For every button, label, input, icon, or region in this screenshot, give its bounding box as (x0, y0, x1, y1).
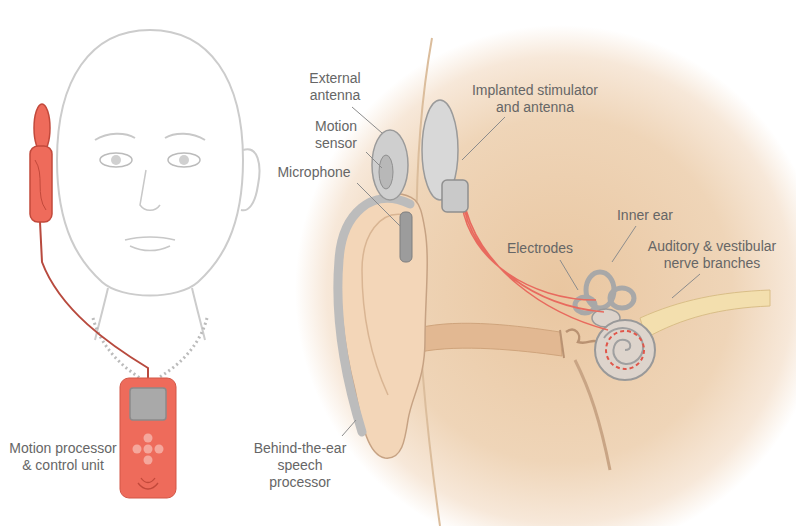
right-eye (168, 153, 200, 167)
eardrum (560, 330, 564, 358)
ear-section (295, 25, 796, 526)
right-brow (165, 134, 205, 140)
part-label: External antenna (298, 70, 372, 104)
skin-background (295, 25, 796, 526)
part-label: Auditory & vestibular nerve branches (636, 238, 788, 272)
canal-loop (610, 288, 634, 308)
leader-line (462, 117, 505, 160)
speaker-arcs (138, 478, 158, 489)
button (144, 445, 153, 454)
part-label: Motion sensor (304, 118, 368, 152)
electrode-array (606, 331, 644, 369)
head-outline (57, 30, 243, 296)
leader-line (357, 183, 400, 226)
external-antenna (372, 130, 408, 200)
front-head (30, 30, 259, 378)
button (155, 445, 164, 454)
control-body (120, 378, 176, 498)
left-iris (111, 155, 121, 165)
electrode-wires (462, 205, 608, 330)
part-label: Electrodes (500, 240, 580, 257)
right-iris (179, 155, 189, 165)
right-ear (241, 149, 259, 210)
mouth (125, 237, 175, 251)
part-label: Implanted stimulator and antenna (460, 82, 610, 116)
leader-line (612, 226, 636, 262)
leader-lines (342, 107, 700, 436)
cochlea-spiral (604, 328, 643, 364)
ear-canal (418, 323, 562, 356)
nose (140, 170, 160, 210)
leader-line (560, 260, 578, 290)
left-eye (100, 153, 132, 167)
speech-processor (338, 198, 410, 432)
necklace (93, 318, 207, 378)
ossicles (566, 330, 598, 343)
button (144, 434, 153, 443)
neck (95, 288, 205, 340)
control-screen (130, 388, 166, 420)
ear-unit-detail (35, 160, 46, 210)
ear-unit (30, 146, 52, 222)
part-label: Behind-the-ear speech processor (250, 440, 350, 491)
stimulator-housing (442, 180, 468, 212)
leader-line (366, 152, 382, 168)
part-label: Inner ear (610, 207, 680, 224)
leader-line (672, 274, 700, 298)
left-brow (95, 134, 135, 140)
control-unit (120, 378, 176, 498)
cable (40, 222, 148, 378)
part-label: Motion processor & control unit (4, 440, 122, 474)
tube (575, 360, 610, 470)
button (133, 445, 142, 454)
microphone (400, 212, 412, 262)
ear-hook (34, 104, 50, 152)
leader-line (342, 420, 356, 436)
motion-sensor (379, 155, 393, 189)
ear-fold (362, 214, 405, 395)
nerve (640, 290, 770, 338)
button (144, 456, 153, 465)
part-label: Microphone (268, 164, 360, 181)
